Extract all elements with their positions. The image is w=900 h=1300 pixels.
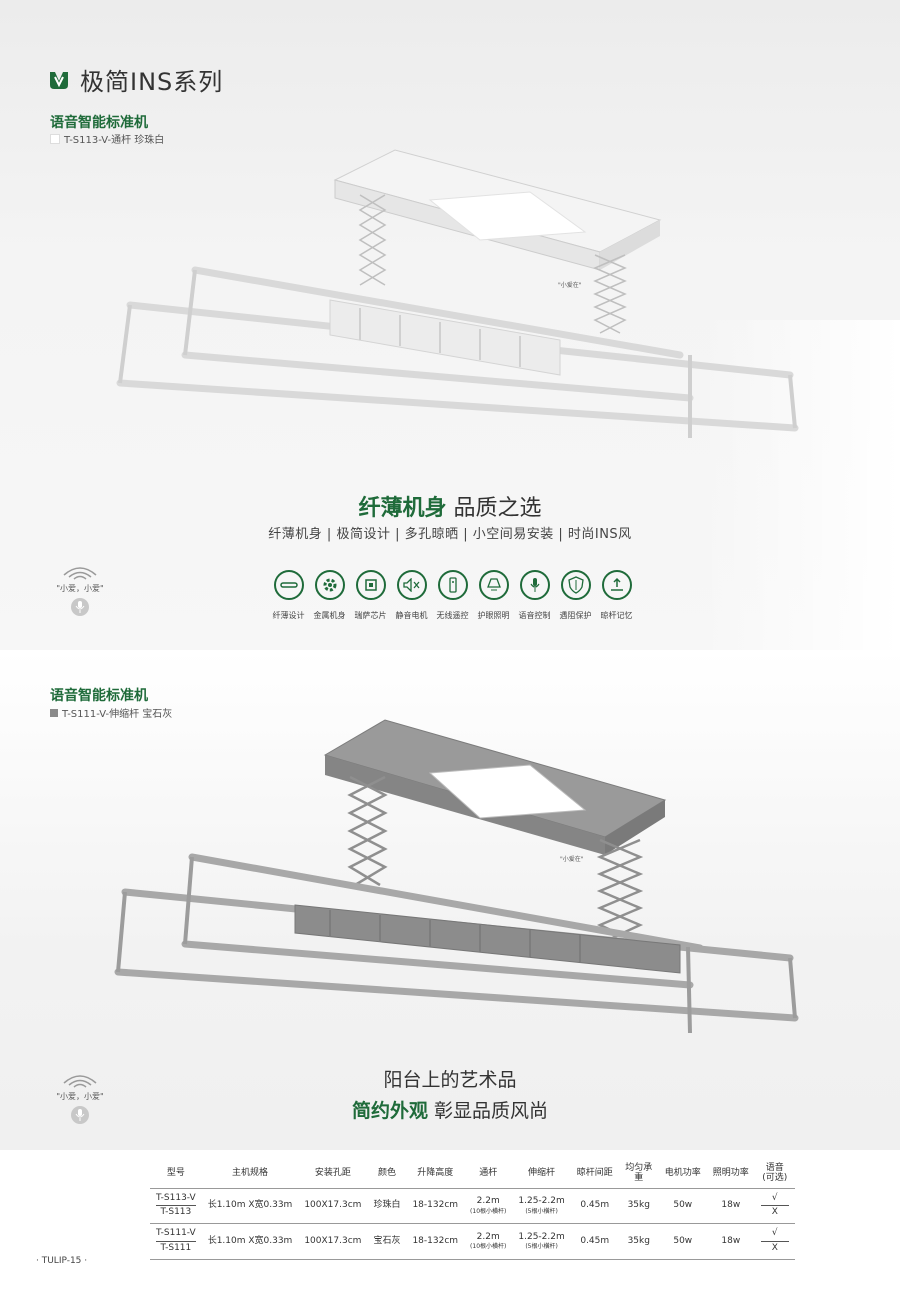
table-header: 照明功率 [706,1160,755,1189]
hole-cell: 100X17.3cm [298,1188,368,1225]
gear-icon [314,570,345,600]
feature-chip: 瑞萨芯片 [350,570,391,621]
table-header: 语音(可选) [754,1160,795,1189]
brand-logo-icon [50,71,68,89]
feature-metal: 金属机身 [309,570,350,621]
mute-speaker-icon [396,570,427,600]
product2-headline2-rest: 彰显品质风尚 [427,1100,549,1122]
product1-subtitle: T-S113-V-通杆 珍珠白 [50,131,164,146]
product1-tagline: 纤薄机身 | 极简设计 | 多孔晾晒 | 小空间易安装 | 时尚INS风 [268,527,632,542]
feature-remote: 无线遥控 [432,570,473,621]
product1-voice-badge: "小爱，小爱" [50,565,110,616]
product1-headline-rest: 品质之选 [446,496,542,521]
table-header: 电机功率 [658,1160,707,1189]
voice-cell: √X [754,1223,795,1260]
product2-voice-label: "小爱，小爱" [56,1092,104,1101]
spec-cell: 长1.10m X宽0.33m [201,1223,299,1260]
brand-header: 极简INS系列 [48,62,223,97]
table-header: 型号 [150,1160,202,1189]
spec-table: 型号 主机规格 安装孔距 颜色 升降高度 通杆 伸缩杆 晾杆间距 均匀承重 电机… [150,1160,795,1260]
microphone-icon [71,598,89,616]
color-swatch-gray [50,708,58,717]
product1-headline: 纤薄机身 品质之选 [0,490,900,522]
feature-slim: 纤薄设计 [268,570,309,621]
window-light [700,320,900,650]
feature-silent-motor: 静音电机 [391,570,432,621]
product2-headline2: 简约外观 彰显品质风尚 [0,1096,900,1123]
product2-model-text: T-S111-V-伸缩杆 宝石灰 [62,709,173,720]
lift-cell: 18-132cm [406,1188,465,1225]
table-header: 均匀承重 [618,1160,659,1189]
table-header: 晾杆间距 [570,1160,619,1189]
slim-bar-icon [273,570,304,600]
table-header: 主机规格 [201,1160,299,1189]
color-cell: 宝石灰 [367,1223,407,1260]
microphone-icon [519,570,550,600]
page-number: · TULIP-15 · [36,1256,88,1266]
table-header: 安装孔距 [298,1160,368,1189]
product2-subtitle: T-S111-V-伸缩杆 宝石灰 [50,705,172,720]
product2-voice-badge: "小爱，小爱" [50,1073,110,1124]
product1-title: 语音智能标准机 [50,115,148,131]
remote-icon [437,570,468,600]
lift-cell: 18-132cm [406,1223,465,1260]
spec-cell: 长1.10m X宽0.33m [201,1188,299,1225]
microphone-icon [71,1106,89,1124]
feature-memory: 晾杆记忆 [596,570,637,621]
product2-title: 语音智能标准机 [50,688,148,704]
product1-voice-label: "小爱，小爱" [56,584,104,593]
product2-voice-callout: "小爱在" [560,856,584,863]
product1-model-text: T-S113-V-通杆 珍珠白 [64,135,165,146]
product2-headline2-green: 简约外观 [351,1100,428,1122]
rod-cell: 2.2m(10根小横杆) [464,1223,513,1260]
product1-headline-green: 纤薄机身 [358,496,447,521]
color-swatch-white [50,133,60,144]
wifi-waves-icon [63,1075,97,1088]
gap-cell: 0.45m [570,1223,619,1260]
voice-cell: √X [754,1188,795,1225]
light-cell: 18w [706,1223,755,1260]
load-cell: 35kg [618,1223,659,1260]
drying-rack-white-image [116,149,799,438]
feature-voice: 语音控制 [514,570,555,621]
color-cell: 珍珠白 [367,1188,407,1225]
table-header-row: 型号 主机规格 安装孔距 颜色 升降高度 通杆 伸缩杆 晾杆间距 均匀承重 电机… [150,1160,795,1189]
table-header: 伸缩杆 [512,1160,571,1189]
memory-arrow-icon [601,570,632,600]
hole-cell: 100X17.3cm [298,1223,368,1260]
load-cell: 35kg [618,1188,659,1225]
product2-section: 语音智能标准机 T-S111-V-伸缩杆 宝石灰 [0,650,900,1150]
feature-icon-row: 纤薄设计 金属机身 瑞萨芯片 静音电机 无线遥控 护眼照明 语音控制 遇阻保护 [268,570,637,621]
feature-lighting: 护眼照明 [473,570,514,621]
lamp-icon [478,570,509,600]
drying-rack-gray-image [114,719,799,1034]
motor-cell: 50w [658,1223,707,1260]
brand-title: 极简INS系列 [80,68,224,96]
wifi-waves-icon [63,567,97,580]
light-cell: 18w [706,1188,755,1225]
product1-section: 极简INS系列 语音智能标准机 T-S113-V-通杆 珍珠白 [0,0,900,650]
product1-voice-callout: "小爱在" [558,282,582,289]
tele-cell: 1.25-2.2m(5根小横杆) [512,1223,571,1260]
chip-icon [355,570,386,600]
feature-obstacle: 遇阻保护 [555,570,596,621]
shield-icon [560,570,591,600]
table-header: 颜色 [367,1160,407,1189]
rod-cell: 2.2m(10根小横杆) [464,1188,513,1225]
table-header: 通杆 [464,1160,513,1189]
motor-cell: 50w [658,1188,707,1225]
product2-headline1: 阳台上的艺术品 [383,1069,517,1091]
tele-cell: 1.25-2.2m(5根小横杆) [512,1188,571,1225]
gap-cell: 0.45m [570,1188,619,1225]
table-header: 升降高度 [406,1160,465,1189]
